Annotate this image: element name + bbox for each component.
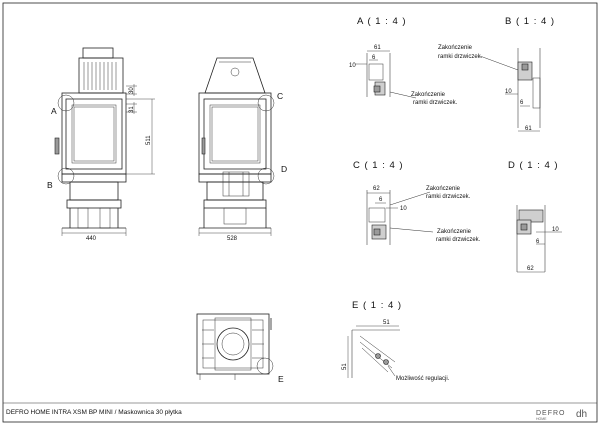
label-d: D [281, 164, 287, 174]
label-e: E [278, 374, 284, 384]
detail-b-note-2: ramki drzwiczek. [438, 54, 483, 60]
detail-circle-e [256, 357, 274, 375]
detail-e-dim-51-top: 51 [383, 320, 390, 326]
dim-side-528: 528 [227, 236, 238, 242]
dim-front-30: 30 [129, 87, 135, 94]
detail-c-dim-62: 62 [373, 186, 380, 192]
label-c: C [277, 91, 283, 101]
detail-b-title: B ( 1 : 4 ) [505, 16, 555, 27]
logo-sub: HOME [536, 417, 547, 421]
detail-e-dim-51-side: 51 [342, 363, 348, 370]
detail-circle-a [57, 94, 75, 112]
detail-c-title: C ( 1 : 4 ) [353, 160, 404, 171]
label-a: A [51, 106, 57, 116]
defro-logo: DEFRO HOME dh [536, 409, 587, 421]
dim-front-511: 511 [146, 135, 152, 145]
detail-a-note-1: Zakończenie [411, 92, 446, 98]
detail-b-dim-10: 10 [505, 89, 512, 95]
top-view [196, 313, 274, 380]
label-b: B [47, 180, 53, 190]
detail-d-dim-10: 10 [552, 227, 559, 233]
detail-e-title: E ( 1 : 4 ) [352, 300, 402, 311]
detail-c-note-bottom-1: Zakończenie [437, 229, 472, 235]
detail-a [355, 50, 417, 99]
detail-a-title: A ( 1 : 4 ) [357, 16, 407, 27]
detail-c-note-top-1: Zakończenie [426, 186, 461, 192]
detail-a-note-2: ramki drzwiczek. [413, 100, 458, 106]
dim-front-440: 440 [86, 236, 97, 242]
detail-e-note: Możliwość regulacji. [396, 376, 450, 382]
detail-a-dim-6: 6 [372, 55, 376, 61]
logo-text: DEFRO [536, 410, 566, 417]
detail-c [366, 190, 434, 245]
detail-c-dim-6: 6 [379, 197, 383, 203]
detail-c-dim-10: 10 [400, 206, 407, 212]
detail-circle-d [257, 167, 275, 185]
footer-title: DEFRO HOME INTRA XSM BP MINI / Maskownic… [6, 409, 182, 416]
detail-d-dim-62: 62 [527, 266, 534, 272]
detail-d [516, 205, 562, 273]
detail-c-note-top-2: ramki drzwiczek. [426, 194, 471, 200]
detail-circle-b [57, 167, 75, 185]
detail-a-dim-61: 61 [374, 45, 381, 51]
detail-d-title: D ( 1 : 4 ) [508, 160, 559, 171]
detail-d-dim-6: 6 [536, 239, 540, 245]
detail-a-dim-10: 10 [349, 63, 356, 69]
side-view [198, 57, 275, 236]
dim-front-31: 31 [129, 106, 135, 113]
logo-mark: dh [576, 409, 587, 420]
detail-b-dim-61: 61 [525, 126, 532, 132]
detail-b-note-1: Zakończenie [438, 45, 473, 51]
detail-b [479, 48, 541, 132]
detail-circle-c [257, 94, 275, 112]
detail-c-note-bottom-2: ramki drzwiczek. [436, 237, 481, 243]
detail-b-dim-6: 6 [520, 100, 524, 106]
front-view [54, 47, 155, 236]
detail-e [347, 325, 400, 378]
